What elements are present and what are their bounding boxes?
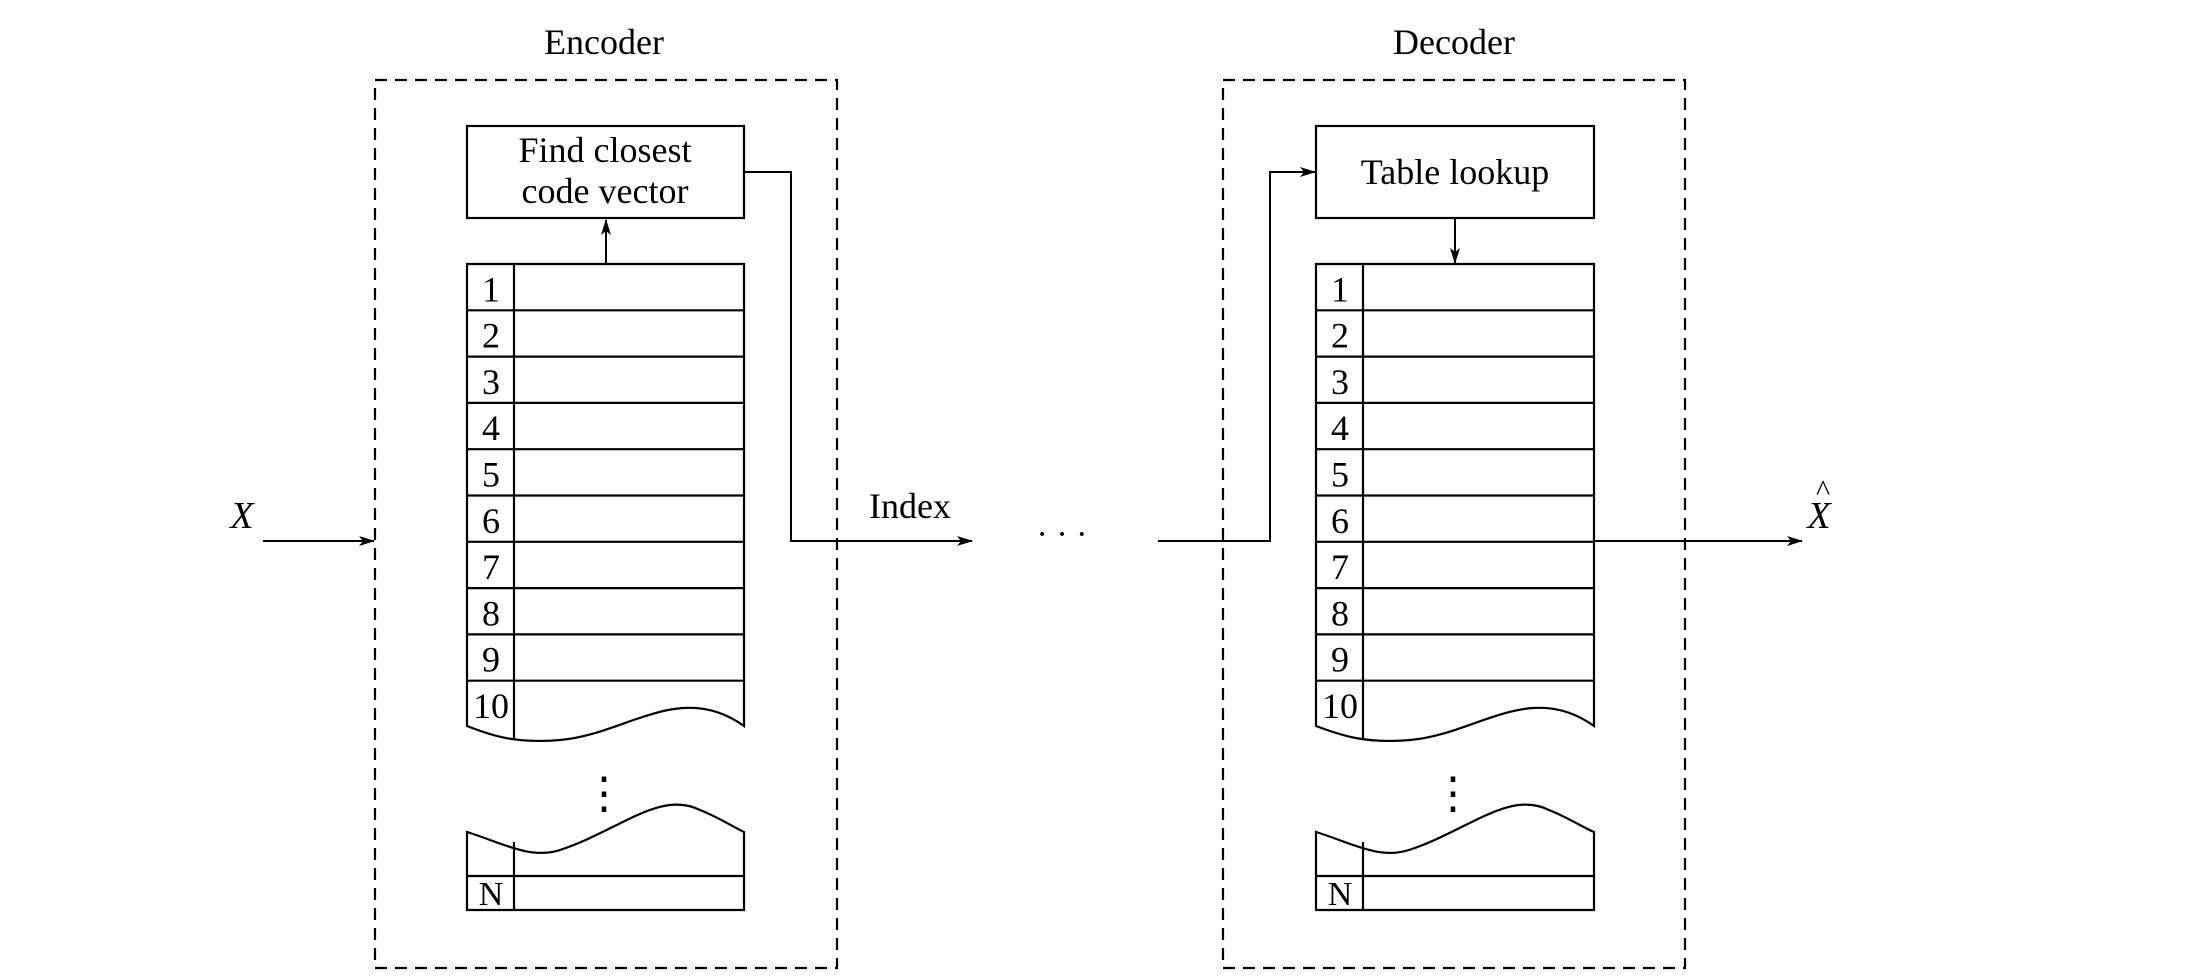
encoder-dashed-border xyxy=(373,78,839,970)
decoder-codebook-row-label: 5 xyxy=(1331,455,1349,495)
decoder-block: Decoder Table lookup 1 2 3 4 5 6 7 8 9 10 ⋮ N xyxy=(1221,22,1687,970)
output-hat-mark: ^ xyxy=(1816,474,1830,507)
find-closest-label-line2: code vector xyxy=(522,171,689,211)
encoder-codebook-row-label: 6 xyxy=(482,501,500,541)
decoder-codebook-row-label: 7 xyxy=(1331,547,1349,587)
decoder-codebook-row-label: 2 xyxy=(1331,316,1349,356)
decoder-codebook-row-N: N xyxy=(1328,876,1353,913)
decoder-codebook-row-label: 8 xyxy=(1331,593,1349,633)
encoder-codebook-row-label: 4 xyxy=(482,408,500,448)
encoder-codebook-row-label: 7 xyxy=(482,547,500,587)
decoder-codebook-row-label: 1 xyxy=(1331,269,1349,309)
decoder-codebook-row-label: 3 xyxy=(1331,362,1349,402)
index-path-line xyxy=(744,171,973,546)
find-closest-box: Find closest code vector xyxy=(465,124,746,220)
decoder-dashed-border xyxy=(1221,78,1687,970)
encoder-codebook-row-label: 2 xyxy=(482,316,500,356)
decoder-codebook-row-label: 10 xyxy=(1322,686,1358,726)
encoder-block: Encoder Find closest code vector 1 2 3 4 5 6 7… xyxy=(373,22,839,970)
decoder-codebook-row-label: 9 xyxy=(1331,640,1349,680)
decoder-input-path xyxy=(1158,167,1316,542)
table-lookup-label: Table lookup xyxy=(1361,152,1549,192)
encoder-codebook-row-label: 3 xyxy=(482,362,500,402)
channel-ellipsis: · · · xyxy=(1037,516,1088,553)
output-xhat-label: X xyxy=(1805,495,1832,537)
input-x-label: X xyxy=(228,495,255,537)
decoder-codebook-ellipsis: ⋮ xyxy=(1431,769,1475,818)
decoder-codebook-row-label: 6 xyxy=(1331,501,1349,541)
decoder-title: Decoder xyxy=(1393,22,1515,62)
encoder-codebook-row-label: 9 xyxy=(482,640,500,680)
encoder-codebook-row-label: 1 xyxy=(482,269,500,309)
index-label: Index xyxy=(869,486,951,526)
find-closest-label-line1: Find closest xyxy=(518,130,691,170)
encoder-codebook-row-label: 8 xyxy=(482,593,500,633)
encoder-codebook-ellipsis: ⋮ xyxy=(582,769,626,818)
encoder-codebook-row-N: N xyxy=(479,876,504,913)
decoder-codebook: 1 2 3 4 5 6 7 8 9 10 ⋮ N xyxy=(1314,262,1596,913)
table-lookup-box: Table lookup xyxy=(1314,124,1596,220)
decoder-codebook-row-label: 4 xyxy=(1331,408,1349,448)
encoder-codebook-row-label: 10 xyxy=(473,686,509,726)
encoder-codebook-row-label: 5 xyxy=(482,455,500,495)
encoder-title: Encoder xyxy=(544,22,664,62)
encoder-codebook: 1 2 3 4 5 6 7 8 9 10 ⋮ N xyxy=(465,262,746,913)
